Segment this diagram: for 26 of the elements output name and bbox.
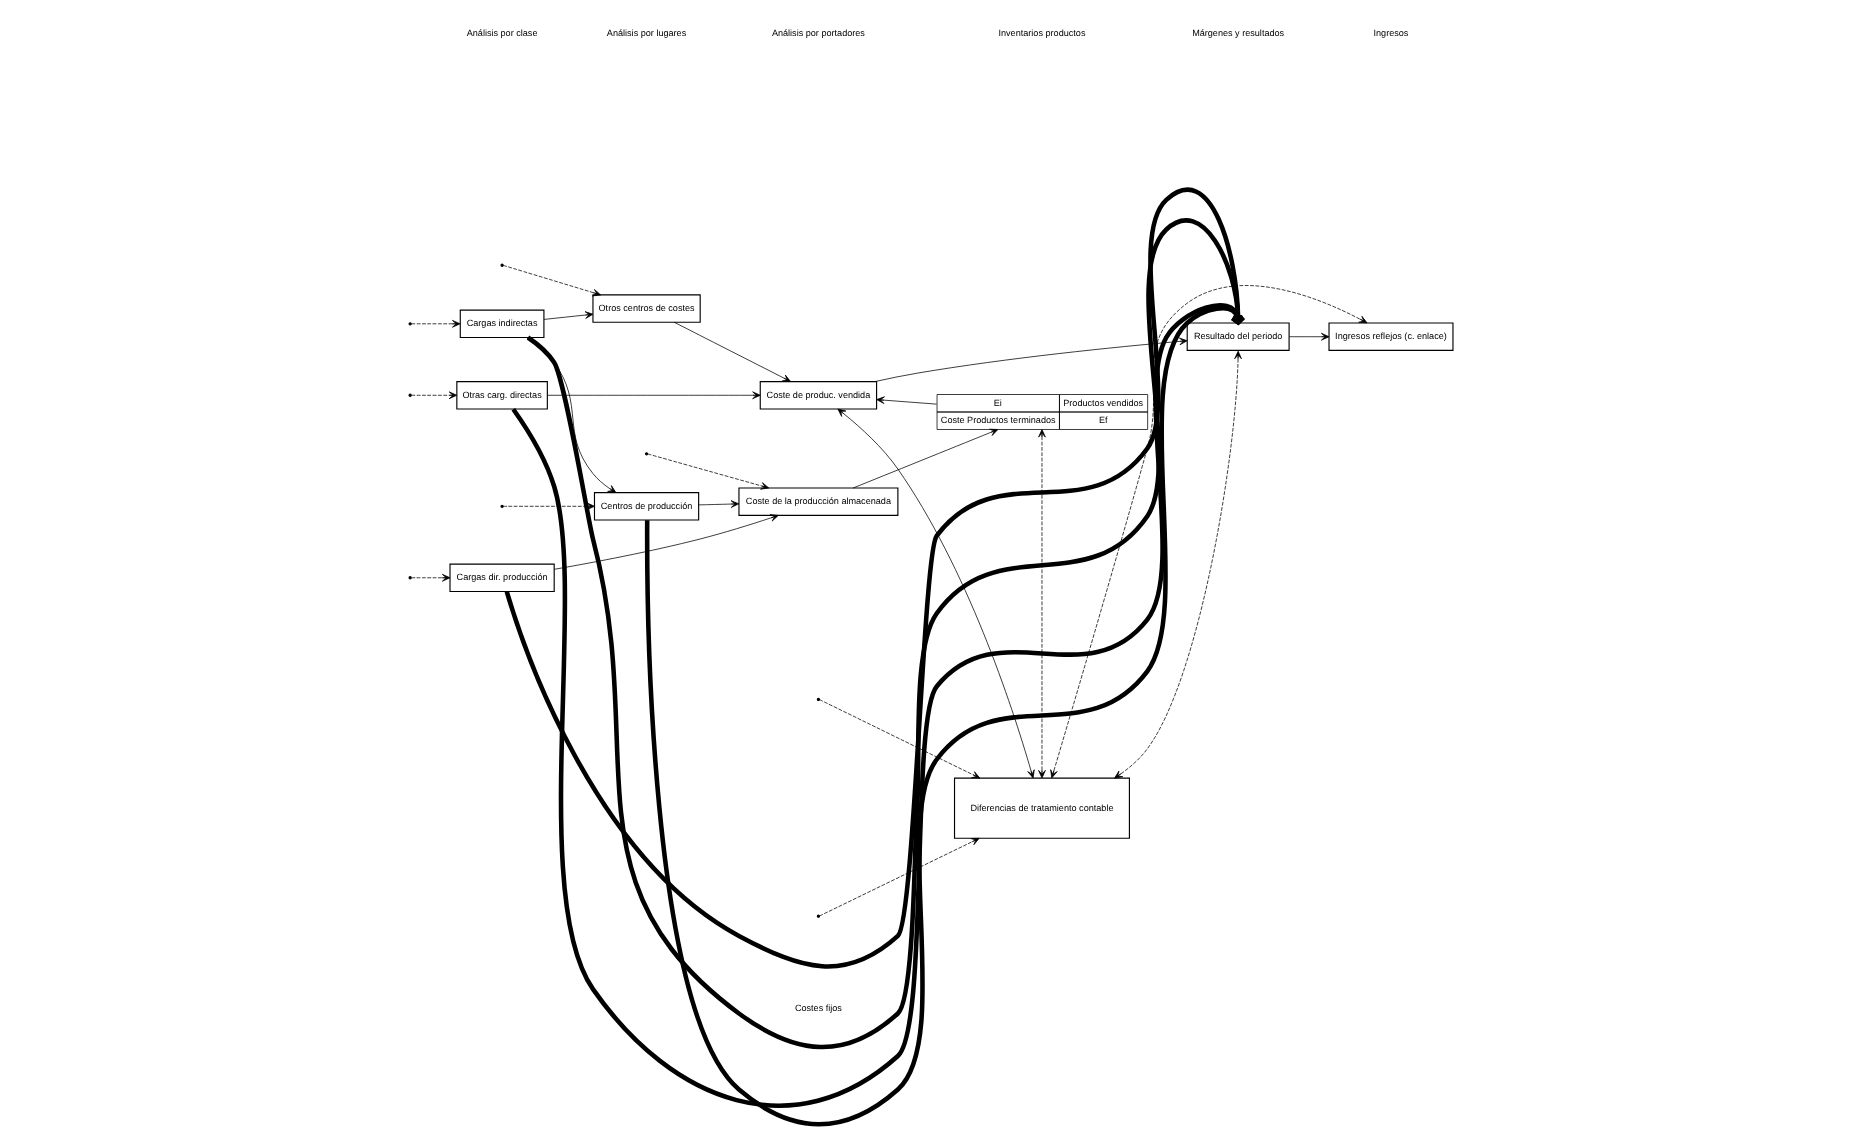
arrow — [504, 188, 1246, 969]
arrow — [411, 394, 450, 396]
arrow — [553, 514, 779, 570]
arrow — [1050, 285, 1368, 779]
arrow — [502, 505, 588, 507]
arrow — [1288, 332, 1330, 341]
arrow — [647, 453, 762, 487]
arrow — [543, 311, 594, 320]
arrow — [698, 500, 740, 508]
arrow — [874, 337, 1188, 382]
arrow — [411, 577, 443, 579]
arrow — [511, 303, 1246, 1108]
arrow — [526, 337, 617, 493]
arrow — [1114, 350, 1242, 779]
arrow — [673, 321, 791, 382]
arrow — [837, 408, 1035, 779]
arrow — [644, 306, 1245, 1126]
arrow — [547, 391, 761, 400]
arrow — [1038, 429, 1046, 779]
arrow — [526, 219, 1246, 1049]
arrow — [876, 396, 937, 405]
arrow — [819, 699, 974, 776]
arrow — [411, 323, 453, 325]
arrow — [852, 428, 999, 489]
arrow — [502, 265, 594, 294]
arrow — [819, 841, 973, 917]
